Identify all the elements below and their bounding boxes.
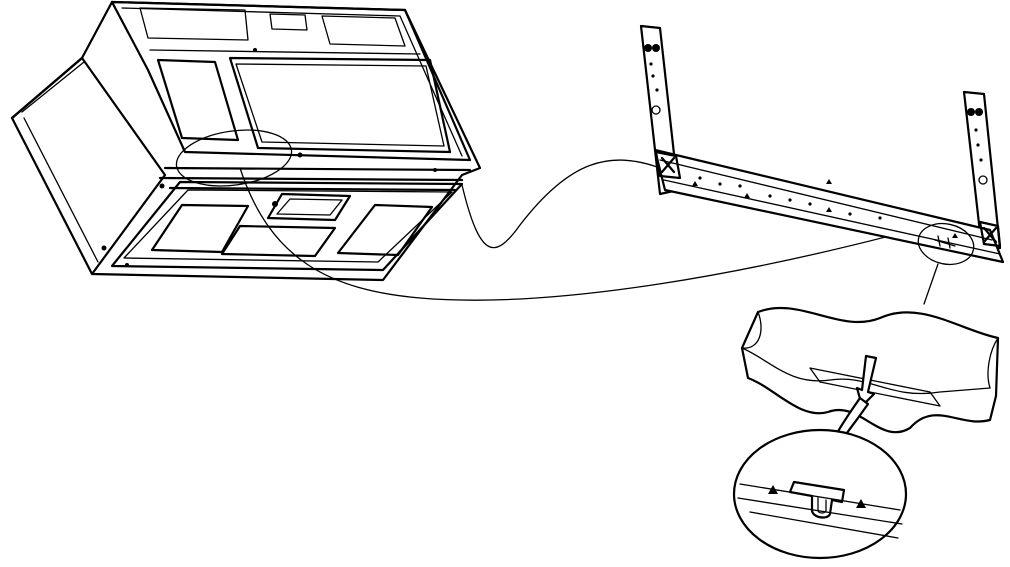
oven-back-vent-left	[156, 58, 240, 142]
plate-corner-left	[654, 150, 682, 180]
detail-slot	[809, 367, 941, 407]
connector-line-lower	[239, 167, 906, 301]
leader-line-detail	[923, 263, 939, 305]
notch-tab	[788, 480, 846, 519]
oven-back-face	[110, 0, 472, 162]
oven-back-vent-center	[228, 56, 452, 154]
oven-seam	[158, 166, 472, 192]
oven-bottom-vent	[266, 192, 352, 222]
oven-side-panel	[10, 56, 167, 276]
oven-slot-highlight	[175, 129, 293, 187]
oven-bottom-panel-right	[336, 203, 434, 257]
notch-circle	[732, 428, 908, 560]
notch-marker-left	[768, 485, 778, 494]
detail-notch	[732, 428, 908, 560]
microwave-oven	[10, 0, 482, 282]
plate-corner-right	[978, 220, 1002, 248]
notch-marker-right	[856, 499, 866, 508]
connector-line-upper	[461, 159, 661, 249]
oven-bottom-panel-center	[220, 224, 337, 258]
plate-tab-highlight	[917, 222, 975, 266]
plate-right-rail	[962, 90, 1002, 252]
arrow-into-slot	[855, 354, 878, 408]
mounting-plate	[639, 24, 1005, 266]
oven-bottom-face	[110, 180, 464, 272]
